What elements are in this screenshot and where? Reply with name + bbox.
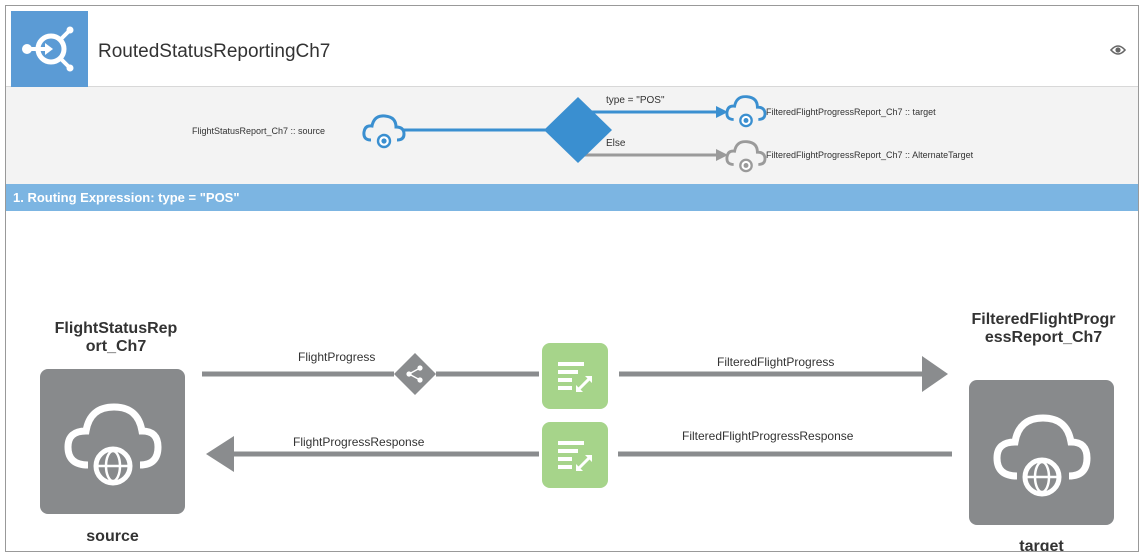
overview-alternate-label: FilteredFlightProgressReport_Ch7 :: Alte… [766,150,974,160]
target-service-name: FilteredFlightProgressReport_Ch7 [971,311,1116,346]
routing-overview: FlightStatusReport_Ch7 :: source type = … [6,87,1138,184]
response-mapper-button[interactable] [542,422,608,488]
source-cloud-icon [361,110,407,150]
request-mapper-button[interactable] [542,343,608,409]
routing-expression-text: 1. Routing Expression: type = "POS" [13,190,240,205]
cloud-globe-icon [989,404,1094,504]
target-cloud-icon [724,91,768,129]
router-diamond [544,97,612,163]
target-service-box[interactable] [969,380,1114,525]
source-service-name: FlightStatusReport_Ch7 [54,320,178,355]
response-in-label: FilteredFlightProgressResponse [682,429,854,443]
request-in-label: FlightProgress [298,350,376,364]
routing-icon [11,11,88,88]
overview-else-label: Else [606,138,626,149]
flow-detail: FlightStatusReport_Ch7 source FilteredFl… [6,211,1138,551]
source-role-label: source [86,528,139,545]
diagram-frame: RoutedStatusReportingCh7 [5,5,1139,552]
eye-icon[interactable] [1110,44,1126,56]
overview-target-label: FilteredFlightProgressReport_Ch7 :: targ… [766,107,936,117]
request-arrowhead [922,356,948,392]
header: RoutedStatusReportingCh7 [6,6,1138,88]
page-title: RoutedStatusReportingCh7 [98,41,331,62]
cloud-globe-icon [60,393,165,493]
routing-expression-banner[interactable]: 1. Routing Expression: type = "POS" [6,184,1138,211]
request-out-label: FilteredFlightProgress [717,355,835,369]
response-out-label: FlightProgressResponse [293,435,425,449]
alternate-cloud-icon [724,136,768,174]
target-role-label: target [1019,538,1064,552]
flow-arrows [202,353,952,472]
mapping-icon [556,357,594,395]
response-arrowhead [206,436,234,472]
overview-condition-label: type = "POS" [606,95,665,106]
overview-source-label: FlightStatusReport_Ch7 :: source [192,126,326,136]
share-diamond [394,353,436,395]
mapping-icon [556,436,594,474]
source-service-box[interactable] [40,369,185,514]
